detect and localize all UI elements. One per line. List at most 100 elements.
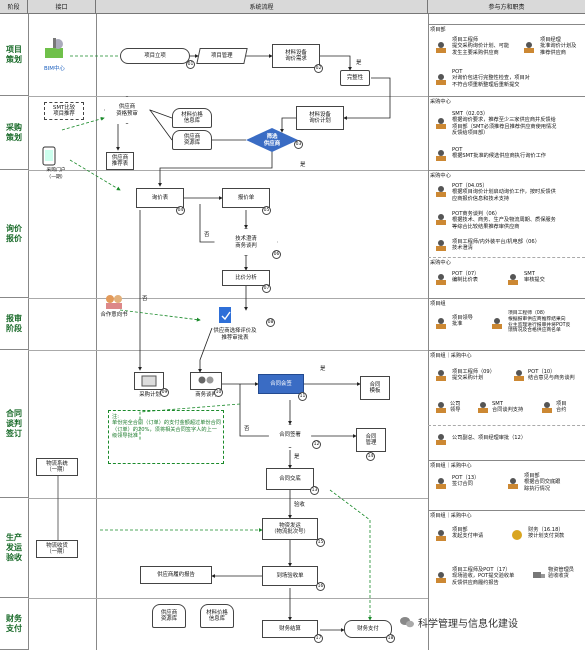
person-icon: [436, 42, 446, 53]
step-number: 12: [312, 440, 321, 449]
material-receipt: 物流收货 （一期）: [36, 540, 78, 558]
step-number: 10: [214, 388, 223, 397]
person-icon: [492, 318, 502, 329]
role-dept: 采购中心: [430, 260, 451, 266]
role-text: POT（10） 结合意见与商务谈判: [528, 369, 575, 382]
role-subdivider: [428, 425, 585, 426]
header-roles: 参与方和职责: [428, 0, 585, 14]
node-compare-analysis: 比价分析: [222, 270, 270, 286]
node-supplier-report: 供应商履约报告: [140, 566, 212, 584]
node-purchase-plan-icon: [134, 372, 164, 390]
watermark-text: 科学管理与信息化建设: [418, 618, 518, 630]
role-subdivider: [428, 257, 585, 258]
node-completeness: 完整性: [340, 70, 370, 86]
role-text: 项目部 发起支付申请: [452, 527, 484, 540]
step-number: 18: [386, 634, 395, 643]
person-icon: [436, 318, 446, 329]
step-number: 04: [176, 206, 185, 215]
node-finance-pay: 财务支付: [344, 620, 392, 638]
role-dept: 项目部: [430, 27, 446, 33]
node-supplier-recommend: 供应商 推荐表: [106, 152, 134, 170]
portal-phone-icon: [42, 146, 56, 166]
node-contract-delivery: 合同交底: [266, 468, 314, 490]
divider: [96, 14, 97, 650]
stage-contract: 合同 谈判 签订: [0, 350, 28, 498]
step-number: 11: [298, 392, 307, 401]
node-material-inquiry-plan: 材料设备 询价计划: [296, 106, 344, 130]
row-divider: [28, 598, 428, 599]
role-text: 项目经理 批准询价计划及 推荐供应商: [540, 37, 577, 56]
row-divider: [28, 350, 428, 351]
step-number: 15: [316, 538, 325, 547]
step-number: 06: [272, 250, 281, 259]
divider: [428, 14, 429, 650]
green-note: 注: 单份完全合同（订单）的支付金额超过单份合同（订单）的20%，须将相关合同签…: [112, 414, 221, 440]
node-finance-settle: 财务结算: [262, 620, 318, 638]
money-icon: [512, 530, 522, 540]
truck-icon: [533, 572, 545, 578]
step-number: 09: [160, 388, 169, 397]
document-icon: [141, 375, 157, 387]
node-material-send: 物资发运 （物流批次号）: [262, 518, 318, 540]
role-text: 项目领导 批准: [452, 315, 473, 328]
person-icon: [436, 214, 446, 225]
smt-interface: SMT比较 项目推荐: [44, 102, 84, 120]
node-supplier-eval: 供应商选择评价及 推荐审批表: [213, 328, 257, 341]
role-text: POT商务谈判（06） 根据技术、商务、生产及物流周期、质保服务 等综合比较结果…: [452, 211, 556, 230]
role-text: 项目 合约: [556, 401, 567, 414]
row-divider: [28, 298, 428, 299]
roles-panel-project: 项目部 项目工程师 提交采购询价计划、可能 发生主要采购供应商 项目经理 批准询…: [428, 24, 585, 96]
node-material-demand: 材料设备 询价需求: [272, 44, 320, 68]
header-stage: 阶段: [0, 0, 28, 14]
cooperation-figure: [104, 294, 124, 310]
step-number: 02: [314, 64, 323, 73]
role-text: SMT 合同谈判支持: [492, 401, 524, 414]
node-business-talk-icon: [190, 372, 222, 390]
portal-label: 采购门户 （一期）: [46, 168, 66, 180]
header-interface: 接口: [28, 0, 96, 14]
role-text: 项目工程师 提交采购询价计划、可能 发生主要采购供应商: [452, 37, 510, 56]
role-text: POT 根据SMT批准的候选供应商执行询价工作: [452, 147, 546, 160]
node-project-setup: 项目立项: [120, 48, 190, 64]
edge-label-no: 否: [204, 232, 210, 238]
step-number: 07: [262, 284, 271, 293]
handshake-icon: [106, 295, 122, 309]
node-arrival-receipt: 到场验收单: [262, 566, 318, 586]
edge-label-no: 否: [142, 296, 148, 302]
node-supplier-res-db: 供应商 资源库: [152, 604, 186, 628]
person-icon: [436, 434, 446, 445]
role-text: 项目部 根据合同交底跟 踪执行情况: [524, 473, 561, 492]
roles-panel-delivery: 项目组｜采购中心 POT（13） 签订合同 项目部 根据合同交底跟 踪执行情况: [428, 460, 585, 510]
edge-label-no: 否: [244, 426, 250, 432]
role-text: POT（04.05） 根据项目询价计划启动询价工作，按时反馈供 应商报价信息和技…: [452, 183, 556, 202]
person-icon: [436, 478, 446, 489]
role-text: 项目工程师/内外装平台/机电部（06） 技术澄清: [452, 239, 540, 252]
step-number: 14: [366, 452, 375, 461]
node-material-price-db: 材料价格 信息库: [172, 108, 212, 128]
node-select-supplier: 筛选 供应商: [263, 134, 281, 147]
node-supplier-select: 供应商 资格预审: [116, 104, 138, 117]
material-system: 物流系统 （一期）: [36, 458, 78, 476]
edge-label-yes: 是: [320, 366, 326, 372]
cooperation-label: 合作意向书: [100, 312, 128, 318]
stage-review: 报审 阶段: [0, 298, 28, 350]
person-icon: [542, 402, 552, 413]
person-icon: [436, 572, 446, 583]
role-text: 公司副总、项目经理审批（12）: [452, 435, 527, 441]
person-icon: [436, 274, 446, 285]
step-number: 01: [186, 60, 195, 69]
roles-panel-purchase: 采购中心 SMT（02.03） 根据询价要求，推荐至少三家供应商并反馈给 项目部…: [428, 96, 585, 170]
node-tech-business-talk: 技术澄清 商务谈判: [235, 236, 257, 249]
node-project-mgmt: 项目管理: [196, 48, 248, 64]
node-contract-mgmt: 合同 管理: [356, 428, 386, 452]
node-business-talk: 商务谈判: [195, 392, 217, 398]
person-icon: [436, 150, 446, 161]
node-supplier-db: 供应商 资源库: [172, 130, 212, 150]
roles-panel-inquiry: 采购中心 POT（04.05） 根据项目询价计划启动询价工作，按时反馈供 应商报…: [428, 170, 585, 298]
divider: [28, 14, 29, 650]
role-text: POT 对询价包进行完整性检查，项目对 不符合项重新整理后重新提交: [452, 69, 530, 88]
roles-panel-payment: 项目组｜采购中心 项目部 发起支付申请 财务（16.18） 按计划支付货款 项目…: [428, 510, 585, 614]
edge-label-yes: 是: [356, 60, 362, 66]
person-icon: [436, 370, 446, 381]
